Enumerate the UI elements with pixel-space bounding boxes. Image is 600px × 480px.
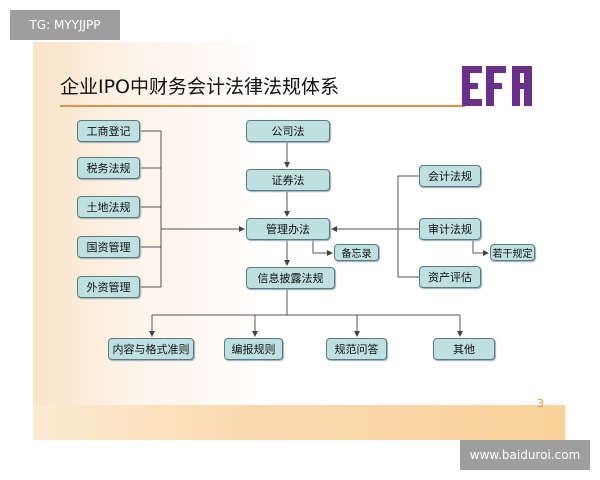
box-disclosure-regulations: 信息披露法规 <box>246 267 335 289</box>
box-state-assets: 国资管理 <box>77 236 140 258</box>
box-asset-valuation: 资产评估 <box>419 266 481 288</box>
page-number: 3 <box>537 397 544 410</box>
slide-title: 企业IPO中财务会计法律法规体系 <box>60 76 340 98</box>
box-business-registration: 工商登记 <box>77 120 140 142</box>
slide-footer-band <box>33 405 565 440</box>
box-foreign-investment: 外资管理 <box>77 276 140 298</box>
box-accounting-regulations: 会计法规 <box>419 165 481 187</box>
efa-logo <box>462 66 532 106</box>
box-tax-regulations: 税务法规 <box>77 157 140 179</box>
box-content-format-rules: 内容与格式准则 <box>108 338 194 360</box>
watermark-top: TG: MYYJJPP <box>10 10 120 40</box>
watermark-bottom: www.baiduroi.com <box>460 440 590 470</box>
box-others: 其他 <box>433 338 495 360</box>
box-memo: 备忘录 <box>334 244 379 261</box>
box-securities-law: 证券法 <box>246 169 330 191</box>
box-reporting-rules: 编报规则 <box>224 338 283 360</box>
box-provisions: 若干规定 <box>490 244 535 261</box>
box-qa: 规范问答 <box>326 338 387 360</box>
box-audit-regulations: 审计法规 <box>419 218 481 240</box>
title-underline <box>60 105 465 107</box>
box-company-law: 公司法 <box>246 120 330 142</box>
box-land-regulations: 土地法规 <box>77 196 140 218</box>
box-administrative-measures: 管理办法 <box>246 218 330 240</box>
